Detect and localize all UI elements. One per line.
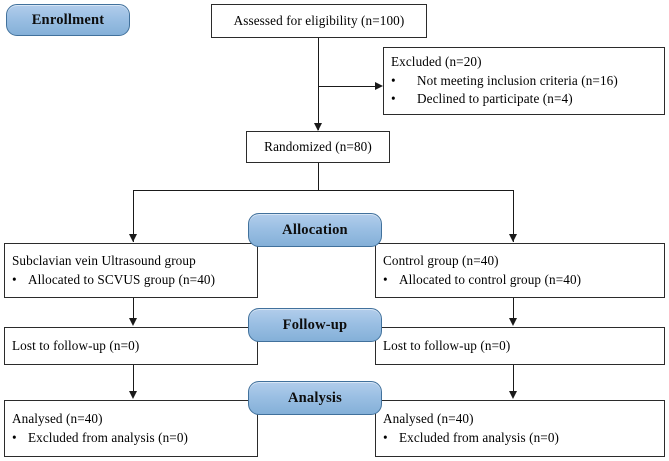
arrowhead-into-analysis-left bbox=[128, 391, 137, 399]
connector-assessed-to-randomized bbox=[318, 38, 319, 130]
connector-followup-to-analysis-right bbox=[513, 365, 514, 393]
connector-allocation-to-followup-right bbox=[513, 298, 514, 320]
arrowhead-into-followup-right bbox=[508, 318, 517, 326]
node-analysis-right: Analysed (n=40) • Excluded from analysis… bbox=[375, 400, 665, 457]
stage-banner-enrollment-label: Enrollment bbox=[31, 11, 105, 28]
connector-to-allocation-right bbox=[513, 190, 514, 242]
arrowhead-into-analysis-right bbox=[508, 391, 517, 399]
connector-to-allocation-left bbox=[133, 190, 134, 242]
node-analysis-left: Analysed (n=40) • Excluded from analysis… bbox=[4, 400, 258, 457]
node-excluded: Excluded (n=20) • Not meeting inclusion … bbox=[383, 47, 665, 115]
node-followup-right-text: Lost to follow-up (n=0) bbox=[383, 337, 511, 353]
node-assessed-text: Assessed for eligibility (n=100) bbox=[233, 12, 405, 28]
bullet-icon: • bbox=[383, 271, 388, 287]
node-allocation-right-heading: Control group (n=40) bbox=[383, 252, 499, 268]
node-excluded-item-text: Not meeting inclusion criteria (n=16) bbox=[417, 72, 618, 88]
stage-banner-allocation: Allocation bbox=[248, 213, 382, 247]
node-followup-right: Lost to follow-up (n=0) bbox=[375, 327, 665, 365]
node-excluded-item: • Declined to participate (n=4) bbox=[391, 90, 657, 109]
connector-followup-to-analysis-left bbox=[133, 365, 134, 393]
bullet-icon: • bbox=[12, 271, 17, 287]
node-excluded-item-text: Declined to participate (n=4) bbox=[417, 91, 573, 107]
arrowhead-into-allocation-left bbox=[128, 234, 137, 242]
node-allocation-right-item-text: Allocated to control group (n=40) bbox=[399, 271, 582, 287]
node-excluded-heading: Excluded (n=20) bbox=[391, 53, 482, 69]
node-excluded-item: • Not meeting inclusion criteria (n=16) bbox=[391, 72, 657, 91]
stage-banner-analysis: Analysis bbox=[248, 381, 382, 415]
bullet-icon: • bbox=[391, 91, 396, 107]
bullet-icon: • bbox=[12, 429, 17, 445]
node-randomized-text: Randomized (n=80) bbox=[264, 138, 372, 154]
node-allocation-right: Control group (n=40) • Allocated to cont… bbox=[375, 243, 665, 298]
node-analysis-right-heading: Analysed (n=40) bbox=[383, 410, 474, 426]
connector-to-excluded bbox=[318, 86, 381, 87]
arrowhead-into-allocation-right bbox=[508, 234, 517, 242]
stage-banner-analysis-label: Analysis bbox=[288, 389, 342, 406]
node-allocation-left: Subclavian vein Ultrasound group • Alloc… bbox=[4, 243, 258, 298]
node-allocation-left-item-text: Allocated to SCVUS group (n=40) bbox=[28, 271, 216, 287]
bullet-icon: • bbox=[383, 429, 388, 445]
stage-banner-enrollment: Enrollment bbox=[6, 4, 130, 36]
stage-banner-followup-label: Follow-up bbox=[282, 316, 348, 333]
arrowhead-into-randomized bbox=[313, 123, 322, 131]
node-followup-left-text: Lost to follow-up (n=0) bbox=[12, 337, 140, 353]
arrowhead-into-excluded bbox=[375, 81, 383, 90]
node-randomized: Randomized (n=80) bbox=[246, 131, 390, 163]
node-followup-left: Lost to follow-up (n=0) bbox=[4, 327, 258, 365]
node-allocation-right-item: • Allocated to control group (n=40) bbox=[383, 271, 657, 290]
node-analysis-right-item: • Excluded from analysis (n=0) bbox=[383, 429, 657, 448]
node-analysis-left-item: • Excluded from analysis (n=0) bbox=[12, 429, 250, 448]
connector-randomized-split bbox=[133, 190, 513, 191]
node-allocation-left-heading: Subclavian vein Ultrasound group bbox=[12, 252, 196, 268]
node-assessed-for-eligibility: Assessed for eligibility (n=100) bbox=[211, 4, 427, 38]
node-analysis-left-heading: Analysed (n=40) bbox=[12, 410, 103, 426]
bullet-icon: • bbox=[391, 72, 396, 88]
stage-banner-allocation-label: Allocation bbox=[282, 221, 348, 238]
stage-banner-followup: Follow-up bbox=[248, 308, 382, 342]
arrowhead-into-followup-left bbox=[128, 318, 137, 326]
connector-allocation-to-followup-left bbox=[133, 298, 134, 320]
node-allocation-left-item: • Allocated to SCVUS group (n=40) bbox=[12, 271, 250, 290]
node-analysis-right-item-text: Excluded from analysis (n=0) bbox=[399, 429, 560, 445]
node-analysis-left-item-text: Excluded from analysis (n=0) bbox=[28, 429, 189, 445]
connector-randomized-stem bbox=[318, 163, 319, 191]
